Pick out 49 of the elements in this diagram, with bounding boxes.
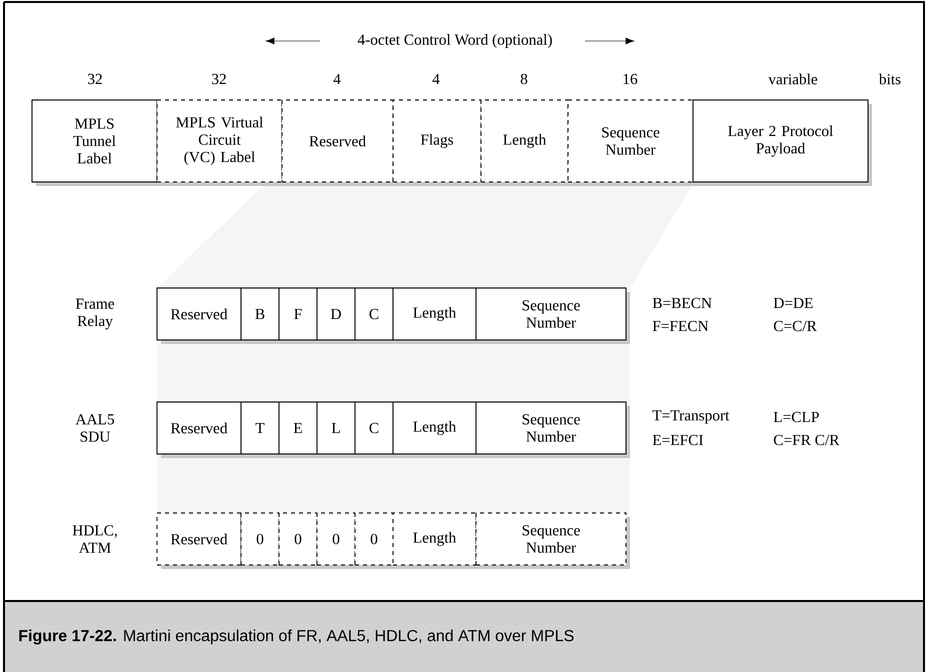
field-box: D xyxy=(316,288,359,344)
dimension-label: 4-octet Control Word (optional) xyxy=(358,34,552,48)
bit-width: 4 xyxy=(333,74,341,84)
field-box: 0 xyxy=(316,512,359,569)
field-box: Length xyxy=(392,512,480,569)
bit-width: 8 xyxy=(520,74,528,84)
figure-caption: Figure 17-22. Martini encapsulation of FR, AAL5, HDLC, and ATM over MPLS xyxy=(19,630,574,644)
legend-text: T=Transport xyxy=(652,410,730,424)
bit-width: 32 xyxy=(212,74,226,84)
field-box: Sequence Number xyxy=(476,288,630,344)
legend-text: C=FR C/R xyxy=(774,434,840,446)
field-box: Reserved xyxy=(156,288,245,344)
field-box: T xyxy=(240,402,283,458)
field-box: Reserved xyxy=(156,402,245,458)
field-box: Sequence Number xyxy=(476,402,630,458)
bit-width: 32 xyxy=(88,74,102,84)
unit-label: bits xyxy=(878,74,901,84)
legend-text: C=C/R xyxy=(774,320,817,332)
legend-text: E=EFCI xyxy=(652,434,703,446)
field-box: Layer 2 Protocol Payload xyxy=(692,100,872,186)
field-box: L xyxy=(316,402,359,458)
field-box: E xyxy=(278,402,321,458)
field-box: Length xyxy=(392,402,480,458)
field-box: B xyxy=(240,288,283,344)
field-box: MPLS Tunnel Label xyxy=(32,100,161,186)
row-label: Frame Relay xyxy=(76,298,114,330)
field-box: Reserved xyxy=(282,100,397,186)
bit-width: 4 xyxy=(432,74,440,84)
field-box: Reserved xyxy=(156,512,245,569)
field-box: Length xyxy=(392,288,480,344)
field-box: Length xyxy=(480,100,572,186)
field-box: Flags xyxy=(392,100,485,186)
legend-text: L=CLP xyxy=(774,412,819,422)
legend-text: D=DE xyxy=(774,298,813,308)
field-box: MPLS Virtual Circuit (VC) Label xyxy=(156,100,286,186)
field-box: 0 xyxy=(278,512,321,569)
field-box: C xyxy=(354,288,397,344)
bit-width: variable xyxy=(768,74,818,84)
field-box: Sequence Number xyxy=(568,100,697,186)
bit-width: 16 xyxy=(624,74,638,84)
field-box: Sequence Number xyxy=(476,512,630,569)
field-box: F xyxy=(278,288,321,344)
legend-text: B=BECN xyxy=(652,298,712,308)
field-box: C xyxy=(354,402,397,458)
row-label: AAL5 SDU xyxy=(76,414,114,442)
field-box: 0 xyxy=(354,512,397,569)
legend-text: F=FECN xyxy=(652,320,708,332)
row-label: HDLC, ATM xyxy=(72,525,117,553)
field-box: 0 xyxy=(240,512,283,569)
